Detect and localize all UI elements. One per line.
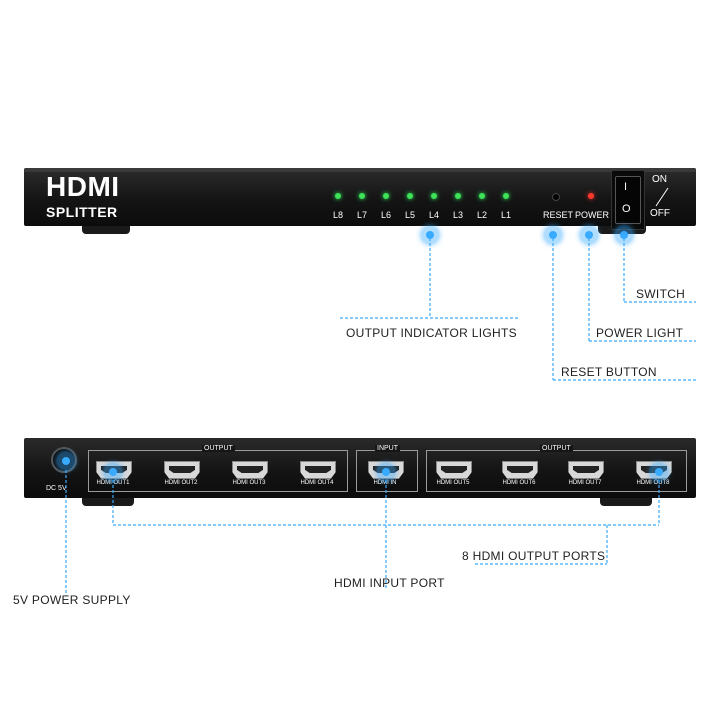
led-label: L4: [428, 210, 439, 220]
led-l4: [431, 193, 437, 199]
hdmi-out8-port[interactable]: [636, 461, 672, 479]
back-foot-right: [600, 498, 652, 506]
callout-power-supply: 5V POWER SUPPLY: [13, 593, 131, 607]
callout-dot-reset: [544, 226, 562, 244]
callout-dot-out1: [104, 463, 122, 481]
back-foot-left: [82, 498, 134, 506]
callout-dot-switch: [615, 226, 633, 244]
output-group-right-label: OUTPUT: [540, 445, 573, 452]
callout-reset-button: RESET BUTTON: [561, 365, 657, 379]
hdmi-out2-port[interactable]: [164, 461, 200, 479]
input-group-label: INPUT: [375, 445, 400, 452]
callout-dot-output-lights: [421, 226, 439, 244]
output-group-left-label: OUTPUT: [202, 445, 235, 452]
port-label: HDMI OUT5: [436, 480, 470, 486]
callout-dot-out8: [650, 463, 668, 481]
dc-label: DC 5V: [46, 485, 67, 492]
reset-label: RESET: [543, 210, 574, 220]
led-l1: [503, 193, 509, 199]
port-label: HDMI OUT7: [568, 480, 602, 486]
hdmi-out7-port[interactable]: [568, 461, 604, 479]
led-l6: [383, 193, 389, 199]
front-foot-right: [598, 226, 646, 234]
callout-dot-power-light: [580, 226, 598, 244]
led-l5: [407, 193, 413, 199]
led-label: L2: [476, 210, 487, 220]
callout-dot-hdmi-in: [377, 463, 395, 481]
led-label: L6: [380, 210, 391, 220]
port-label: HDMI OUT2: [164, 480, 198, 486]
port-label: HDMI OUT8: [636, 480, 670, 486]
hdmi-out4-port[interactable]: [300, 461, 336, 479]
led-label: L1: [500, 210, 511, 220]
led-label: L7: [356, 210, 367, 220]
led-l8: [335, 193, 341, 199]
callout-hdmi-input-port: HDMI INPUT PORT: [334, 576, 445, 590]
rocker-off-mark: O: [622, 203, 631, 215]
switch-off-label: OFF: [650, 208, 670, 219]
led-l3: [455, 193, 461, 199]
port-label: HDMI IN: [373, 480, 397, 486]
callout-output-indicator-lights: OUTPUT INDICATOR LIGHTS: [346, 326, 517, 340]
led-l7: [359, 193, 365, 199]
rocker-on-mark: I: [624, 181, 628, 193]
hdmi-out6-port[interactable]: [502, 461, 538, 479]
switch-on-label: ON: [652, 174, 667, 185]
led-label: L8: [332, 210, 343, 220]
power-label: POWER: [575, 210, 610, 220]
brand-hdmi-text: HDMI: [46, 171, 120, 202]
hdmi-out5-port[interactable]: [436, 461, 472, 479]
led-label: L3: [452, 210, 463, 220]
front-foot-left: [82, 226, 130, 234]
led-label: L5: [404, 210, 415, 220]
switch-slash-divider: [655, 187, 669, 207]
callout-dot-dc: [57, 452, 75, 470]
brand-splitter-text: SPLITTER: [46, 204, 118, 220]
front-panel-top-edge: [24, 168, 696, 172]
callout-switch: SWITCH: [636, 287, 686, 301]
port-label: HDMI OUT4: [300, 480, 334, 486]
reset-button[interactable]: [552, 193, 560, 201]
power-light: [588, 193, 594, 199]
led-l2: [479, 193, 485, 199]
callout-power-light: POWER LIGHT: [596, 326, 684, 340]
port-label: HDMI OUT3: [232, 480, 266, 486]
callout-hdmi-output-ports: 8 HDMI OUTPUT PORTS: [462, 549, 606, 563]
power-switch[interactable]: [615, 176, 641, 224]
hdmi-out3-port[interactable]: [232, 461, 268, 479]
port-label: HDMI OUT6: [502, 480, 536, 486]
